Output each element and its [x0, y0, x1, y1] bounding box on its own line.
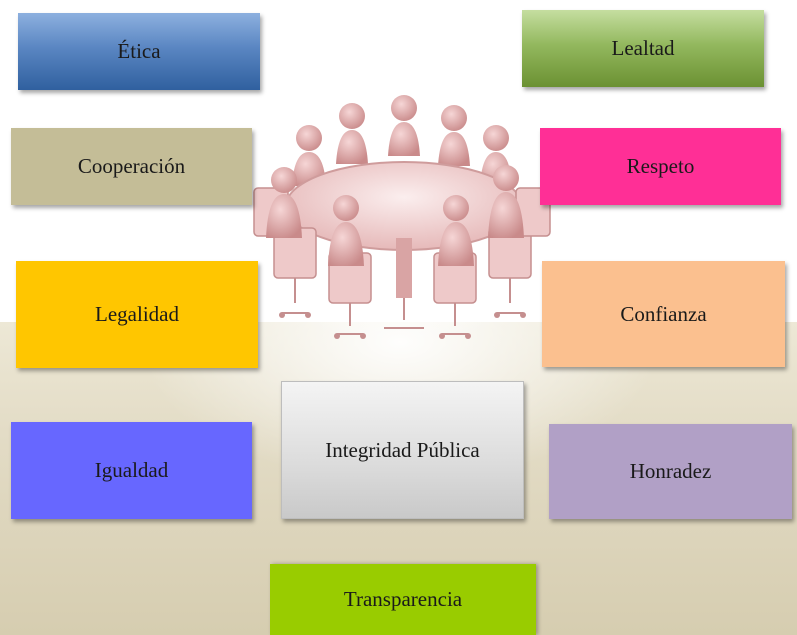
value-label: Confianza	[620, 301, 707, 326]
value-label: Ética	[117, 39, 161, 63]
value-confianza: Confianza	[542, 261, 785, 367]
value-etica: Ética	[18, 13, 260, 90]
value-transparencia: Transparencia	[270, 564, 536, 635]
value-label: Honradez	[629, 459, 712, 483]
value-cooperacion: Cooperación	[11, 128, 252, 205]
value-lealtad: Lealtad	[522, 10, 764, 87]
value-label: Respeto	[626, 154, 695, 178]
value-label: Legalidad	[95, 302, 179, 326]
value-label: Cooperación	[77, 154, 186, 178]
chair-legs	[282, 278, 523, 335]
value-respeto: Respeto	[540, 128, 781, 205]
value-label: Transparencia	[343, 587, 463, 611]
value-honradez: Honradez	[549, 424, 792, 519]
value-igualdad: Igualdad	[11, 422, 252, 519]
center-label: Integridad Pública	[325, 438, 480, 462]
value-label: Lealtad	[611, 36, 675, 60]
round-table-meeting-illustration	[244, 95, 559, 346]
value-legalidad: Legalidad	[16, 261, 258, 368]
front-figures	[266, 165, 524, 266]
center-node-integridad-publica: Integridad Pública	[281, 381, 524, 519]
back-figures	[292, 95, 512, 186]
value-label: Igualdad	[94, 458, 169, 482]
round-table	[285, 161, 523, 251]
